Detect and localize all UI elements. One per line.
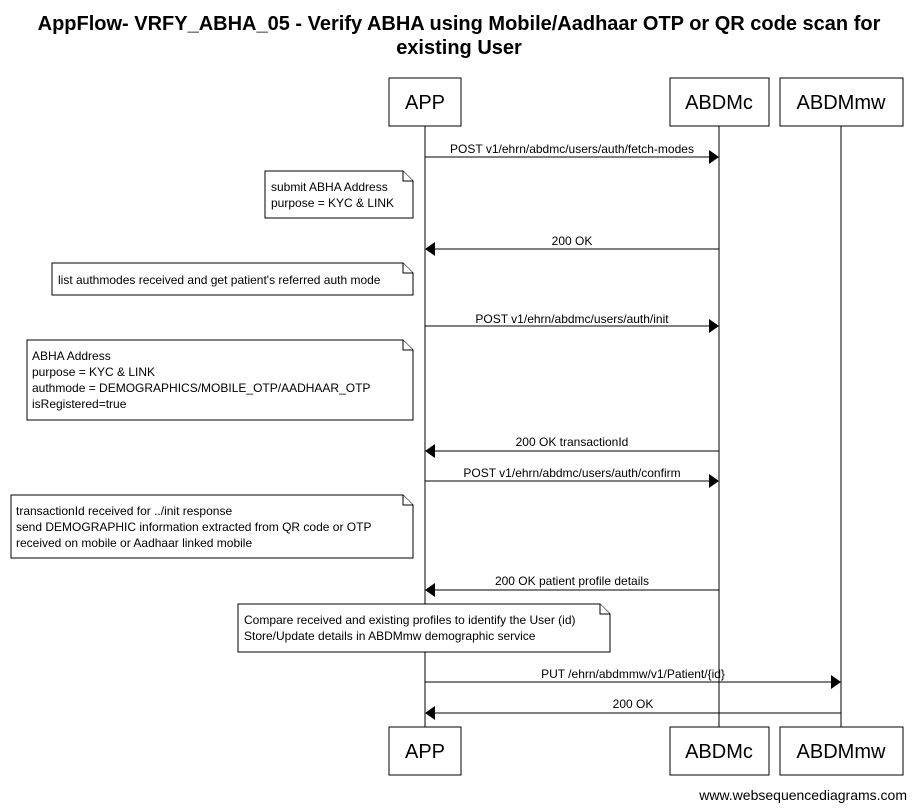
participant-abdmc-top: ABDMc <box>669 77 770 127</box>
message-put-patient: PUT /ehrn/abdmmw/v1/Patient/{id} <box>425 667 841 689</box>
note-line: received on mobile or Aadhaar linked mob… <box>16 536 252 550</box>
note-submit-abha: submit ABHA Address purpose = KYC & LINK <box>264 170 414 219</box>
participant-abdmc-bottom: ABDMc <box>669 726 770 776</box>
arrowhead-icon <box>709 474 719 488</box>
message-label: 200 OK patient profile details <box>495 574 649 588</box>
participant-app-bottom: APP <box>388 726 462 776</box>
participant-abdmmw-bottom: ABDMmw <box>779 726 904 776</box>
note-line: purpose = KYC & LINK <box>32 365 155 379</box>
message-200-ok-profile: 200 OK patient profile details <box>425 574 719 597</box>
note-line: list authmodes received and get patient'… <box>58 273 381 287</box>
diagram-title-line-1: AppFlow- VRFY_ABHA_05 - Verify ABHA usin… <box>38 13 881 35</box>
participant-abdmc-label: ABDMc <box>685 741 753 763</box>
participant-abdmmw-label: ABDMmw <box>797 741 886 763</box>
message-label: POST v1/ehrn/abdmc/users/auth/fetch-mode… <box>450 142 694 156</box>
participant-app-label: APP <box>405 92 445 114</box>
participant-app-top: APP <box>388 77 462 127</box>
note-transaction-received: transactionId received for ../init respo… <box>10 494 414 559</box>
note-line: authmode = DEMOGRAPHICS/MOBILE_OTP/AADHA… <box>32 381 370 395</box>
note-line: Compare received and existing profiles t… <box>244 613 576 627</box>
participant-abdmmw-top: ABDMmw <box>779 77 904 127</box>
arrowhead-icon <box>425 444 435 458</box>
participant-abdmmw-label: ABDMmw <box>797 92 886 114</box>
message-label: 200 OK <box>613 697 654 711</box>
note-line: purpose = KYC & LINK <box>271 196 394 210</box>
arrowhead-icon <box>425 242 435 256</box>
message-200-ok-final: 200 OK <box>425 697 841 720</box>
message-label: 200 OK <box>552 234 593 248</box>
message-label: PUT /ehrn/abdmmw/v1/Patient/{id} <box>541 667 725 681</box>
note-abha-address: ABHA Address purpose = KYC & LINK authmo… <box>26 339 414 421</box>
message-label: POST v1/ehrn/abdmc/users/auth/confirm <box>463 466 680 480</box>
footer-watermark: www.websequencediagrams.com <box>698 787 907 803</box>
diagram-title-line-2: existing User <box>396 37 522 59</box>
message-200-ok-transaction: 200 OK transactionId <box>425 435 719 458</box>
note-compare-profiles: Compare received and existing profiles t… <box>237 603 611 653</box>
arrowhead-icon <box>709 319 719 333</box>
arrowhead-icon <box>425 583 435 597</box>
arrowhead-icon <box>709 150 719 164</box>
message-auth-init: POST v1/ehrn/abdmc/users/auth/init <box>425 312 719 333</box>
message-label: POST v1/ehrn/abdmc/users/auth/init <box>475 312 669 326</box>
message-fetch-modes: POST v1/ehrn/abdmc/users/auth/fetch-mode… <box>425 142 719 164</box>
participant-abdmc-label: ABDMc <box>685 92 753 114</box>
note-list-authmodes: list authmodes received and get patient'… <box>51 262 414 296</box>
participant-app-label: APP <box>405 741 445 763</box>
note-line: ABHA Address <box>32 349 111 363</box>
note-line: Store/Update details in ABDMmw demograph… <box>244 629 536 643</box>
message-200-ok-1: 200 OK <box>425 234 719 256</box>
message-auth-confirm: POST v1/ehrn/abdmc/users/auth/confirm <box>425 466 719 488</box>
note-line: send DEMOGRAPHIC information extracted f… <box>16 520 371 534</box>
note-line: transactionId received for ../init respo… <box>16 504 232 518</box>
arrowhead-icon <box>425 706 435 720</box>
note-line: isRegistered=true <box>32 397 127 411</box>
message-label: 200 OK transactionId <box>516 435 629 449</box>
note-line: submit ABHA Address <box>271 180 388 194</box>
arrowhead-icon <box>831 675 841 689</box>
